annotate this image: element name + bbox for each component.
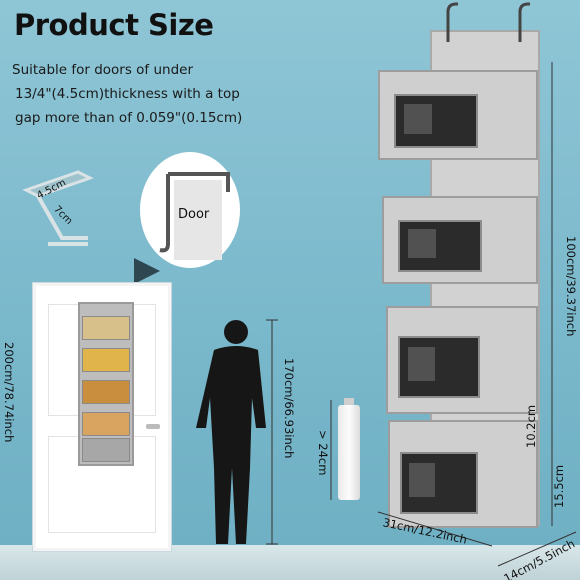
pocket-4 (388, 420, 538, 528)
description-line-1: Suitable for doors of under (12, 62, 194, 78)
pointer-arrow-icon (134, 258, 160, 284)
person-silhouette (196, 320, 266, 544)
organizer-height-line (551, 62, 553, 526)
organizer-height-label: 100cm/39.37inch (564, 236, 578, 337)
hook-closeup: Door (140, 152, 240, 268)
description: Suitable for doors of under 13/4"(4.5cm)… (12, 58, 242, 130)
pocket-width-line (497, 531, 577, 567)
bottle-height-label: > 24cm (316, 430, 330, 476)
door-label: Door (178, 207, 210, 222)
hook-closeup-icon (159, 172, 230, 260)
person-height-label: 170cm/66.93inch (282, 358, 296, 459)
pump-top (344, 398, 354, 408)
pocket-2 (382, 196, 538, 284)
description-line-2: 13/4"(4.5cm)thickness with a top (15, 86, 240, 102)
person-height-line (266, 319, 278, 545)
pocket-depth-label: 15.5cm (552, 464, 566, 508)
pocket-3 (386, 306, 538, 414)
mini-organizer (78, 302, 134, 466)
door-hooks-icon (446, 2, 530, 42)
page-title: Product Size (14, 8, 214, 42)
pocket-spacing-label: 10.2cm (524, 404, 538, 448)
description-line-3: gap more than of 0.059"(0.15cm) (15, 110, 243, 126)
bottle-illustration (338, 405, 360, 500)
pocket-1 (378, 70, 538, 160)
organizer-width-line (377, 511, 493, 547)
door-height-label: 200cm/78.74inch (2, 342, 16, 443)
hook-outline-illustration (22, 170, 94, 246)
bottle-height-line (330, 400, 332, 500)
